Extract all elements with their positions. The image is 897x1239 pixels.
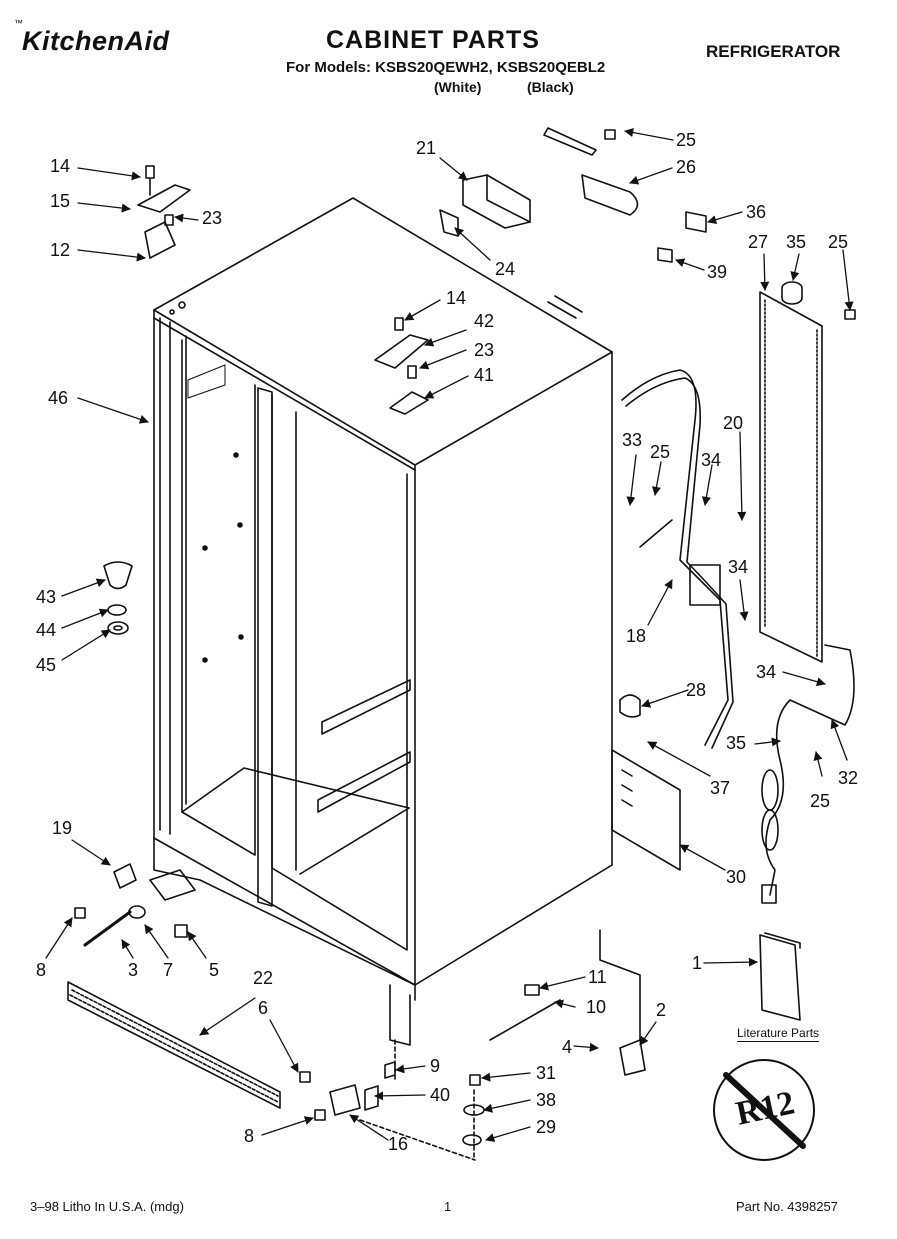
callout: 18 (626, 626, 647, 646)
callout: 9 (430, 1056, 441, 1076)
callout: 15 (50, 191, 71, 211)
callout: 37 (710, 778, 731, 798)
page-title: CABINET PARTS (326, 26, 540, 54)
color-black-label: (Black) (527, 79, 574, 95)
callout: 11 (588, 967, 607, 987)
part-36-clip (685, 211, 707, 233)
callout: 27 (748, 232, 769, 252)
callout: 8 (244, 1126, 255, 1146)
wiring-harness-18 (621, 369, 734, 749)
models-line: For Models: KSBS20QEWH2, KSBS20QEBL2 (286, 59, 606, 76)
callout: 45 (36, 655, 57, 675)
access-panel-30 (611, 749, 681, 871)
callout: 25 (650, 442, 671, 462)
color-white-label: (White) (434, 79, 482, 95)
callout: 32 (838, 768, 859, 788)
rear-panel-27 (759, 281, 856, 663)
callout: 36 (746, 202, 767, 222)
brand-logo: KitchenAid (22, 26, 170, 56)
footer-page-number: 1 (444, 1199, 452, 1214)
callout: 14 (50, 156, 71, 176)
callout: 44 (36, 620, 57, 640)
callout: 16 (388, 1134, 409, 1154)
callout: 25 (828, 232, 849, 252)
callout: 25 (676, 130, 697, 150)
callout: 22 (253, 968, 274, 988)
power-cord-32 (761, 644, 855, 904)
callout: 12 (50, 240, 71, 260)
trademark-mark: ™ (14, 18, 23, 28)
grille-22 (67, 981, 281, 1109)
callout: 21 (416, 138, 437, 158)
callout: 33 (622, 430, 643, 450)
callout: 19 (52, 818, 73, 838)
callout: 30 (726, 867, 747, 887)
callout: 20 (723, 413, 744, 433)
callout: 39 (707, 262, 728, 282)
callout: 8 (36, 960, 47, 980)
callout: 25 (810, 791, 831, 811)
category-label: REFRIGERATOR (706, 42, 841, 61)
callout: 23 (474, 340, 495, 360)
callout: 46 (48, 388, 69, 408)
callout: 2 (656, 1000, 667, 1020)
part-21-bracket (439, 174, 531, 237)
callout: 26 (676, 157, 697, 177)
roller-parts-43-45 (103, 561, 133, 635)
callout: 40 (430, 1085, 451, 1105)
callout: 34 (756, 662, 777, 682)
callout: 38 (536, 1090, 557, 1110)
callout: 31 (536, 1063, 557, 1083)
callout: 41 (474, 365, 495, 385)
callout: 3 (128, 960, 139, 980)
callout: 4 (562, 1037, 573, 1057)
callout: 24 (495, 259, 516, 279)
callout: 35 (786, 232, 807, 252)
callout: 10 (586, 997, 607, 1017)
callout: 6 (258, 998, 269, 1018)
callout: 14 (446, 288, 467, 308)
part-26-cover (543, 127, 639, 216)
callout: 28 (686, 680, 707, 700)
literature-parts-label: Literature Parts (737, 1026, 820, 1042)
r12-seal (713, 1059, 815, 1161)
callout: 29 (536, 1117, 557, 1137)
callout: 34 (701, 450, 722, 470)
callout: 5 (209, 960, 220, 980)
cabinet-shell (153, 197, 641, 1046)
part-39-clip (657, 247, 673, 263)
callout: 43 (36, 587, 57, 607)
upper-hinge-center (374, 317, 429, 415)
callout: 35 (726, 733, 747, 753)
upper-hinge-left (137, 165, 191, 259)
footer-part-number: Part No. 4398257 (736, 1199, 838, 1214)
callout: 7 (163, 960, 174, 980)
callout: 1 (692, 953, 703, 973)
lower-left-hardware (74, 863, 196, 947)
part-28-clamp (619, 694, 641, 718)
callout: 34 (728, 557, 749, 577)
footer-litho: 3–98 Litho In U.S.A. (mdg) (30, 1199, 184, 1214)
lower-hinge-hardware (299, 984, 646, 1161)
literature-booklet (759, 932, 801, 1021)
callout: 42 (474, 311, 495, 331)
leader-arrows (45, 128, 854, 1143)
callout: 23 (202, 208, 223, 228)
